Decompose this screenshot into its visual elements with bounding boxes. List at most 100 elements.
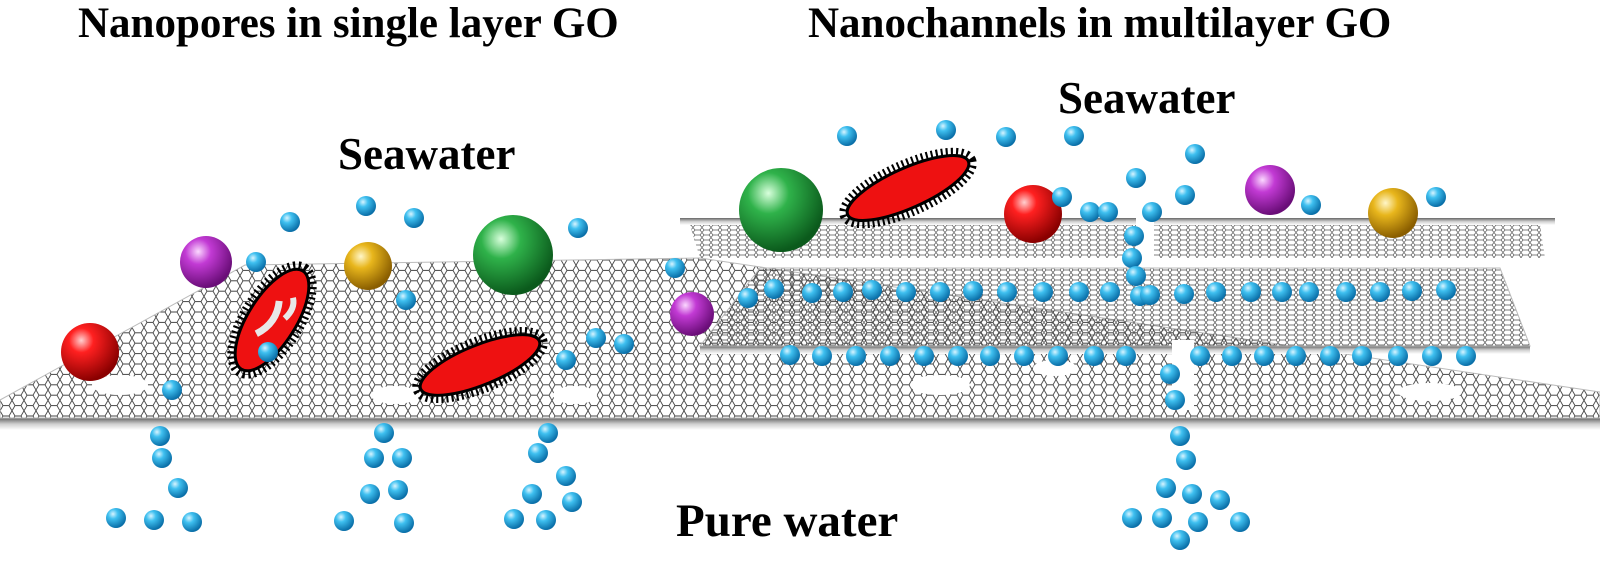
water-molecule (1388, 346, 1408, 366)
title-single-layer-go: Nanopores in single layer GO (78, 0, 619, 47)
water-molecule (996, 127, 1016, 147)
water-molecule (1320, 346, 1340, 366)
water-molecule (1210, 490, 1230, 510)
water-molecule (1152, 508, 1172, 528)
water-molecule (1352, 346, 1372, 366)
label-seawater-multilayer: Seawater (1058, 73, 1236, 123)
water-molecule (930, 282, 950, 302)
magnesium-ion (1245, 165, 1295, 215)
water-molecule (1272, 282, 1292, 302)
water-molecule (1126, 266, 1146, 286)
water-molecule (182, 512, 202, 532)
water-molecule (162, 380, 182, 400)
water-molecule (1014, 346, 1034, 366)
label-seawater-single: Seawater (338, 129, 516, 179)
water-molecule (504, 509, 524, 529)
water-molecule (936, 120, 956, 140)
water-molecules (106, 120, 1476, 550)
water-molecule (1422, 346, 1442, 366)
water-molecule (388, 480, 408, 500)
multilayer-go-middle-sheet (698, 267, 1531, 354)
water-molecule (1241, 282, 1261, 302)
water-molecule (374, 423, 394, 443)
water-molecule (360, 484, 380, 504)
water-molecule (802, 283, 822, 303)
water-molecule (280, 212, 300, 232)
water-molecule (1122, 248, 1142, 268)
sodium-ion (1004, 185, 1062, 243)
water-molecule (880, 346, 900, 366)
chloride-ion (739, 168, 823, 252)
calcium-ion (344, 242, 392, 290)
water-molecule (948, 346, 968, 366)
water-molecule (1100, 282, 1120, 302)
water-molecule (1188, 512, 1208, 532)
nanopore (1398, 383, 1462, 401)
calcium-ion (1368, 188, 1418, 238)
water-molecule (1116, 346, 1136, 366)
sodium-ion (61, 323, 119, 381)
water-molecule (738, 288, 758, 308)
water-molecule (896, 282, 916, 302)
label-pure-water: Pure water (676, 495, 899, 547)
water-molecule (528, 443, 548, 463)
water-molecule (168, 478, 188, 498)
water-molecule (392, 448, 412, 468)
water-molecule (1084, 346, 1104, 366)
water-molecule (997, 282, 1017, 302)
water-molecule (1230, 512, 1250, 532)
water-molecule (1456, 346, 1476, 366)
water-molecule (1336, 282, 1356, 302)
bacterium (412, 326, 548, 404)
water-molecule (1048, 346, 1068, 366)
water-molecule (394, 513, 414, 533)
water-molecule (1190, 346, 1210, 366)
water-molecule (1140, 285, 1160, 305)
water-molecule (1174, 284, 1194, 304)
nanopore (1033, 360, 1077, 376)
water-molecule (1069, 282, 1089, 302)
nanopore (371, 386, 419, 404)
water-molecule (364, 448, 384, 468)
water-molecule (1170, 530, 1190, 550)
water-molecule (1301, 195, 1321, 215)
water-molecule (1080, 202, 1100, 222)
water-molecule (837, 126, 857, 146)
nanopore (92, 375, 148, 395)
water-molecule (1124, 226, 1144, 246)
water-molecule (1436, 280, 1456, 300)
water-molecule (1254, 346, 1274, 366)
water-molecule (568, 218, 588, 238)
water-molecule (980, 346, 1000, 366)
water-molecule (1175, 185, 1195, 205)
water-molecule (1299, 282, 1319, 302)
magnesium-ion (670, 292, 714, 336)
chloride-ion (473, 215, 553, 295)
water-molecule (1033, 282, 1053, 302)
water-molecule (1370, 282, 1390, 302)
water-molecule (144, 510, 164, 530)
water-molecule (1165, 390, 1185, 410)
water-molecule (106, 508, 126, 528)
water-molecule (833, 282, 853, 302)
water-molecule (614, 334, 634, 354)
water-molecule (150, 426, 170, 446)
water-molecule (396, 290, 416, 310)
water-molecule (556, 350, 576, 370)
water-molecule (356, 196, 376, 216)
water-molecule (1126, 168, 1146, 188)
water-molecule (1156, 478, 1176, 498)
water-molecule (1222, 346, 1242, 366)
water-molecule (334, 511, 354, 531)
bacterium (227, 261, 317, 379)
water-molecule (562, 492, 582, 512)
water-molecule (1052, 187, 1072, 207)
nanopore (553, 386, 597, 404)
water-molecule (404, 208, 424, 228)
water-molecule (1402, 281, 1422, 301)
water-molecule (914, 346, 934, 366)
water-molecule (963, 281, 983, 301)
water-molecule (1122, 508, 1142, 528)
